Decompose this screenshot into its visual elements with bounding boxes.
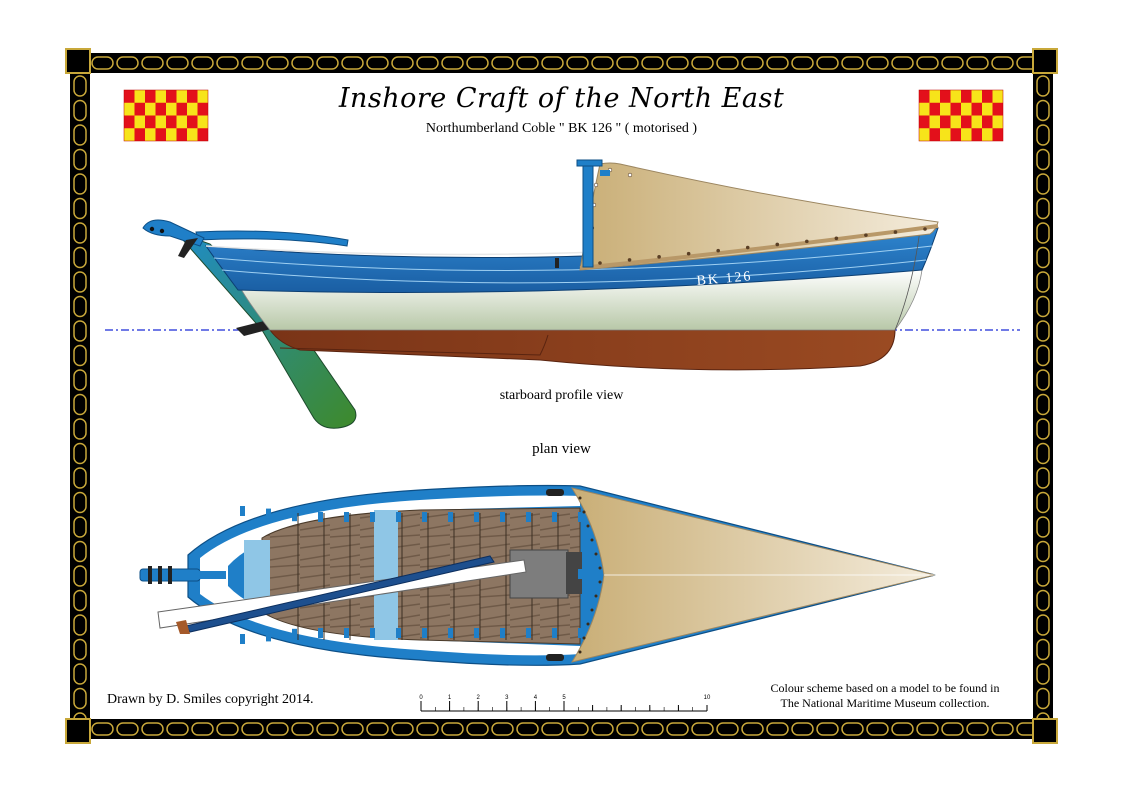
thwart [374,510,398,640]
scale-tick-label: 3 [505,695,509,701]
drawing-title: Inshore Craft of the North East [338,83,785,114]
northumberland-flag-left [123,89,209,142]
drawing-subtitle: Northumberland Coble " BK 126 " ( motori… [425,121,698,136]
northumberland-flag-right [918,89,1004,142]
scale-tick-label: 4 [534,695,538,701]
hull-registration: BK 126 [696,269,753,289]
scale-tick-label: 1 [448,695,452,701]
scale-tick-label: 5 [562,695,566,701]
scale-bar: 0 1 2 3 4 5 10 [419,695,711,712]
plan-view-label: plan view [532,441,591,457]
colour-note-line2: The National Maritime Museum collection. [780,696,990,710]
plan-view-drawing [139,484,936,666]
artist-credit: Drawn by D. Smiles copyright 2014. [107,692,314,707]
profile-view-label: starboard profile view [499,388,624,403]
canvas-cover [579,162,939,271]
scale-tick-label: 10 [704,695,711,701]
engine-box [509,549,569,599]
scale-tick-label: 0 [419,695,423,701]
scale-tick-label: 2 [477,695,481,701]
antifouling-bottom [269,329,896,371]
profile-view-drawing: BK 126 [142,159,939,429]
tiller [195,230,349,247]
mast-post [582,162,594,268]
blue-topsides [204,227,939,293]
colour-note-line1: Colour scheme based on a model to be fou… [770,681,1000,695]
